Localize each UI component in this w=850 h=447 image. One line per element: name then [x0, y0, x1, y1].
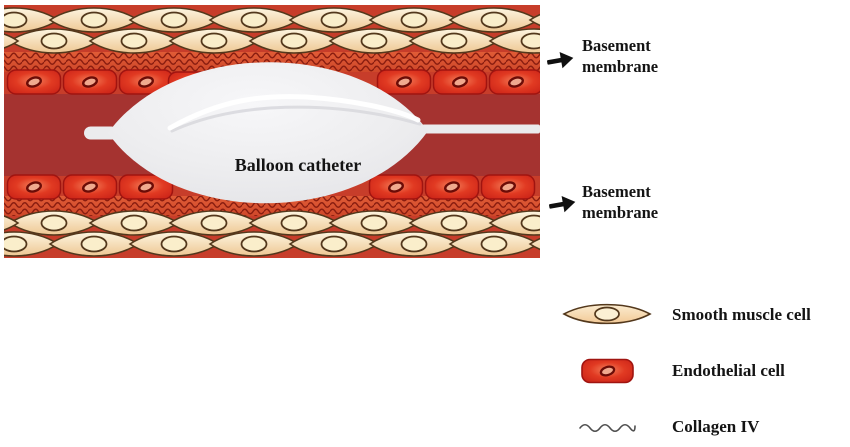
smooth-muscle-layer-bottom: [4, 210, 540, 257]
smooth-muscle-cell-icon: [562, 303, 652, 325]
endothelial-cell-label: Endothelial cell: [672, 361, 785, 380]
catheter-shaft: [422, 124, 540, 134]
endothelial-cell-icon: [581, 358, 634, 384]
basement-membrane-bottom-label: Basement membrane: [582, 182, 659, 223]
balloon-catheter: Balloon catheter: [84, 62, 540, 204]
balloon-highlight: [167, 94, 421, 131]
collagen-iv-icon: [579, 423, 636, 433]
basement-membrane-top-band: [4, 52, 540, 72]
vessel-diagram: Balloon catheter: [4, 5, 540, 258]
balloon-body: [108, 62, 428, 204]
arrow-right-icon: [549, 195, 576, 213]
smooth-muscle-layer-top: [4, 7, 540, 54]
balloon-shade-line: [170, 105, 422, 133]
catheter-tip: [84, 126, 118, 140]
smooth-muscle-cell-label: Smooth muscle cell: [672, 305, 811, 324]
balloon-catheter-label: Balloon catheter: [235, 155, 361, 175]
collagen-iv-label: Collagen IV: [672, 417, 760, 436]
arrow-right-icon: [547, 51, 574, 69]
basement-membrane-top-label: Basement membrane: [582, 36, 659, 77]
